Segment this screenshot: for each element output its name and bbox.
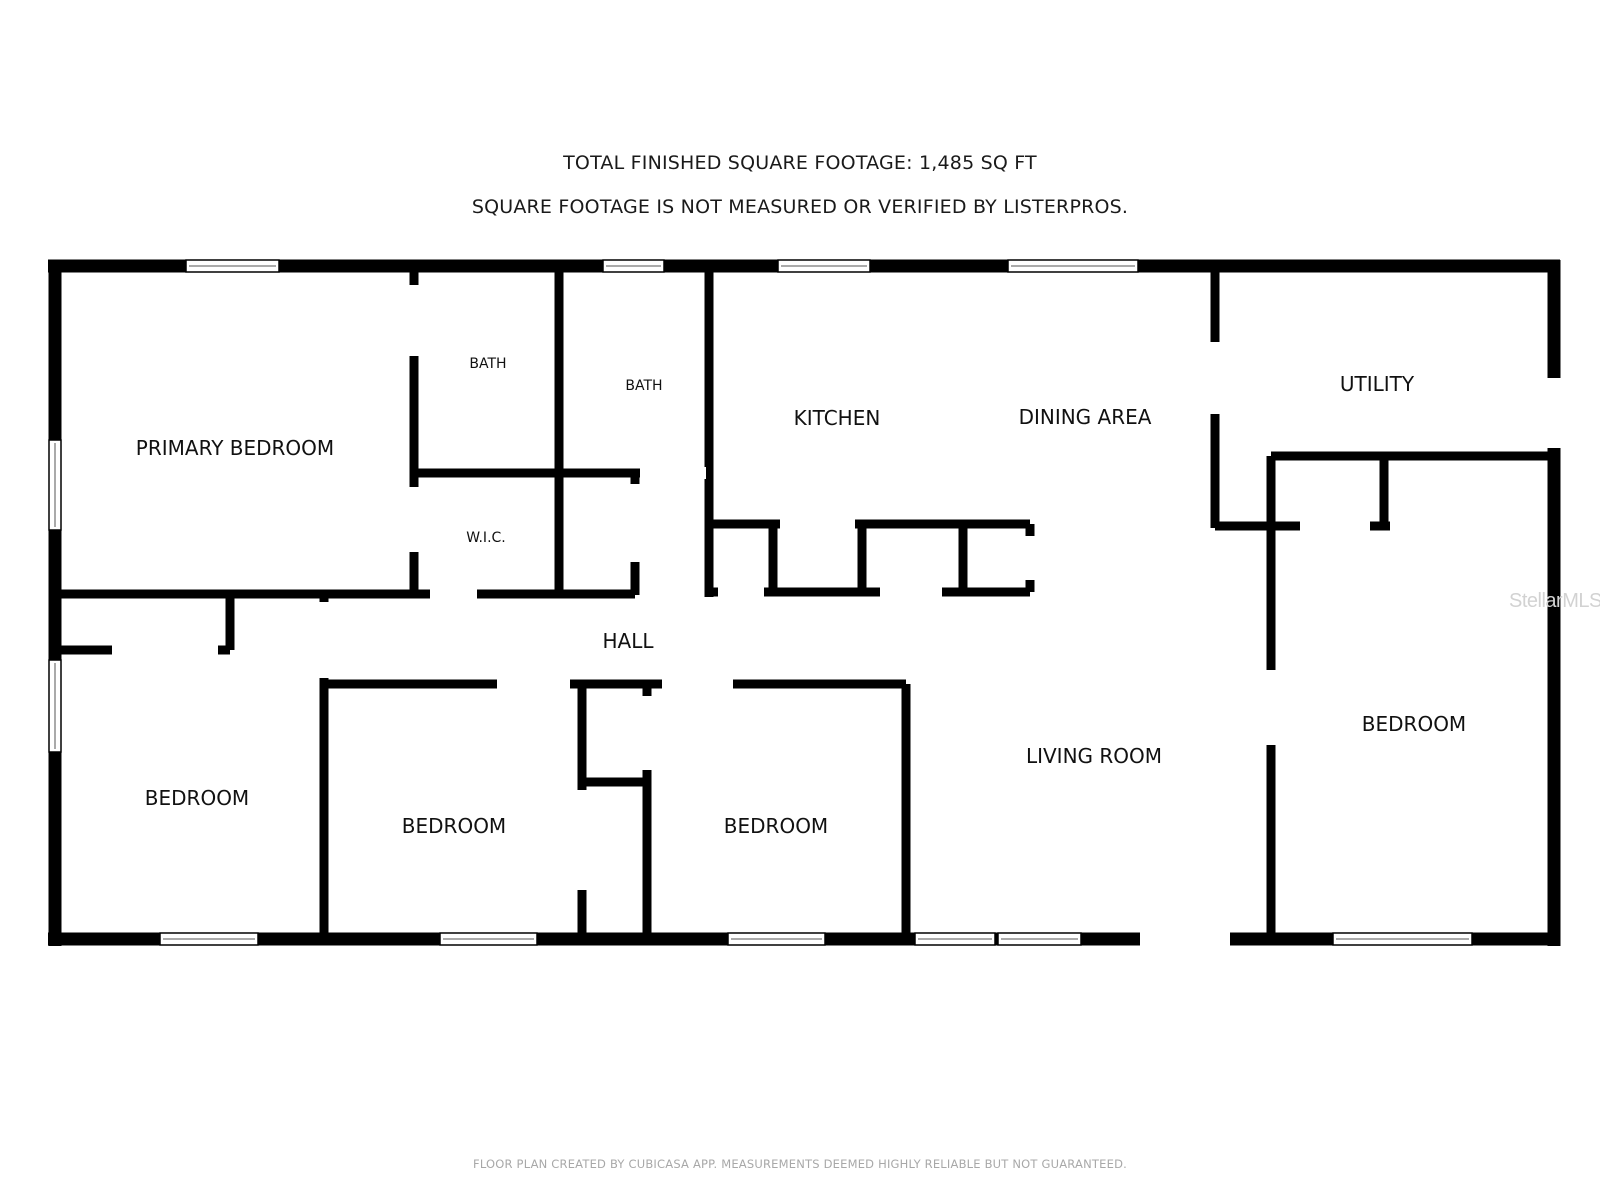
wall-segment <box>1271 451 1554 461</box>
room-label-utility: UTILITY <box>1340 372 1415 396</box>
wall-segment <box>857 524 867 592</box>
door-opening <box>430 588 477 600</box>
door-opening <box>1024 536 1036 580</box>
wall-segment <box>709 519 1030 529</box>
wall-segment <box>958 524 968 592</box>
room-label-hall: HALL <box>602 629 654 653</box>
room-label-wic: W.I.C. <box>466 530 506 546</box>
square-footage-disclaimer: SQUARE FOOTAGE IS NOT MEASURED OR VERIFI… <box>471 196 1129 218</box>
room-label-bath-1: BATH <box>469 356 506 372</box>
door-opening <box>1209 342 1221 414</box>
wall-segment <box>709 587 1030 597</box>
window <box>997 932 1082 946</box>
room-labels: PRIMARY BEDROOM BATH BATH W.I.C. KITCHEN… <box>136 356 1466 838</box>
door-opening <box>1300 520 1370 532</box>
door-opening <box>408 487 420 552</box>
door-opening <box>576 790 588 890</box>
door-opening <box>780 518 855 530</box>
wall-segment <box>319 594 329 933</box>
door-opening <box>1140 931 1230 947</box>
window <box>439 932 538 946</box>
window <box>48 659 62 753</box>
door-opening <box>718 586 764 598</box>
wall-segment <box>704 272 714 597</box>
door-opening <box>629 484 641 562</box>
door-opening <box>1547 378 1563 448</box>
door-opening <box>880 586 942 598</box>
wall-segment <box>642 684 652 933</box>
window <box>914 932 996 946</box>
door-opening <box>662 678 733 690</box>
window <box>48 439 62 531</box>
window <box>777 259 871 273</box>
door-opening <box>408 285 420 356</box>
wall-segment <box>1379 456 1389 528</box>
door-opening <box>318 602 330 678</box>
door-opening <box>112 644 218 656</box>
window <box>602 259 665 273</box>
wall-segment <box>582 777 647 787</box>
wall-segment <box>901 684 911 933</box>
room-label-dining-area: DINING AREA <box>1019 405 1152 429</box>
room-label-bedroom-right: BEDROOM <box>1362 712 1466 736</box>
room-label-bedroom-center-left: BEDROOM <box>402 814 506 838</box>
room-label-primary-bedroom: PRIMARY BEDROOM <box>136 436 334 460</box>
room-label-kitchen: KITCHEN <box>794 406 881 430</box>
room-label-living-room: LIVING ROOM <box>1026 744 1162 768</box>
room-label-bath-2: BATH <box>625 378 662 394</box>
wall-segment <box>768 524 778 592</box>
door-opening <box>497 678 570 690</box>
window <box>1332 932 1473 946</box>
square-footage-title: TOTAL FINISHED SQUARE FOOTAGE: 1,485 SQ … <box>563 152 1037 174</box>
windows <box>48 259 1473 946</box>
wall-segment <box>554 272 564 595</box>
room-label-bedroom-center: BEDROOM <box>724 814 828 838</box>
wall-segment <box>409 272 419 595</box>
window <box>185 259 280 273</box>
door-opening <box>641 696 653 770</box>
window <box>1007 259 1139 273</box>
wall-segment <box>55 589 635 599</box>
floor-plan-disclaimer: FLOOR PLAN CREATED BY CUBICASA APP. MEAS… <box>473 1157 1127 1171</box>
wall-segment <box>324 679 906 689</box>
door-opening <box>1265 670 1277 745</box>
door-opening <box>640 467 706 479</box>
window <box>159 932 259 946</box>
wall-segment <box>48 260 62 946</box>
watermark: StellarMLS <box>1509 590 1600 612</box>
room-label-bedroom-left: BEDROOM <box>145 786 249 810</box>
wall-segment <box>414 468 709 478</box>
wall-segment <box>225 594 235 650</box>
walls <box>48 259 1563 947</box>
window <box>727 932 826 946</box>
